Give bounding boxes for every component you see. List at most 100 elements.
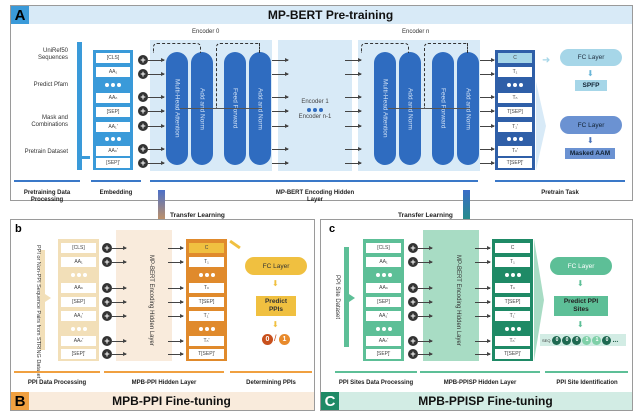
task-masked-aam: Masked AAM: [565, 148, 615, 159]
encoder-1-label: Encoder 1: [301, 99, 329, 105]
ellipsis-icon: [58, 270, 99, 280]
output-t1p: T₁': [495, 311, 530, 321]
output-tsepp: T[SEP]': [498, 158, 532, 168]
arrow-icon: [480, 161, 495, 165]
output-tn: Tₙ: [189, 283, 224, 293]
arrow-down-icon: ⬇: [587, 69, 594, 78]
output-t1: T₁: [495, 257, 530, 267]
arrow-icon: [112, 286, 127, 290]
token-cls: [CLS]: [96, 53, 130, 63]
section-encoding: MP-BERT Encoding Hidden Layer: [275, 190, 355, 203]
site-bit: 0: [552, 335, 562, 345]
section-divider: [104, 371, 224, 373]
residual-connection: [258, 43, 260, 53]
fc-layer-2: FC Layer: [560, 116, 622, 134]
ellipsis-icon: [93, 80, 133, 90]
ellipsis-icon: [58, 324, 99, 334]
arrow-right-icon: ➜: [542, 55, 551, 66]
ellipsis-icon: [278, 105, 352, 115]
section-divider: [420, 371, 540, 373]
arrow-icon: [480, 109, 495, 113]
output-t1p: T₁': [189, 311, 224, 321]
panel-b-letter: B: [11, 392, 29, 410]
arrow-icon: [345, 161, 362, 165]
arrow-icon: [112, 339, 127, 343]
step-pretrain-dataset: Pretrain Dataset: [24, 149, 68, 155]
token-aa1p: AA₁': [366, 311, 401, 321]
plus-icon: +: [408, 283, 418, 293]
arrow-icon: [112, 300, 127, 304]
plus-icon: +: [408, 257, 418, 267]
arrow-right-icon: [45, 294, 51, 302]
site-bit: 0: [572, 335, 582, 345]
section-divider: [14, 180, 80, 182]
connector-line: [180, 108, 262, 109]
ppi-site-source-bar: [344, 247, 349, 347]
fc-layer: FC Layer: [245, 257, 307, 275]
token-aanp: AAₙ': [366, 336, 401, 346]
arrow-icon: [480, 95, 495, 99]
residual-connection: [466, 43, 468, 53]
arrow-icon: [272, 72, 289, 76]
ellipsis-icon: [363, 270, 404, 280]
output-tsep: T[SEP]: [498, 107, 532, 117]
arrow-icon: [475, 314, 491, 318]
plus-icon: +: [138, 92, 148, 102]
residual-connection: [424, 43, 468, 108]
chevron-right-icon: [534, 239, 544, 361]
arrow-icon: [418, 300, 433, 304]
encoder-n-1-label: Encoder n-1: [298, 114, 332, 120]
middle-encoders-block: [278, 40, 352, 171]
arrow-icon: [418, 352, 433, 356]
arrow-icon: [345, 109, 362, 113]
arrow-icon: [148, 124, 165, 128]
task-spfp: SPFP: [575, 80, 607, 91]
section-ppisp-hidden: MPB-PPISP Hidden Layer: [443, 380, 517, 386]
embedding-column: [CLS] AA₁ AAₙ [SEP] AA₁' AAₙ' [SEP]': [93, 50, 133, 170]
arrow-icon: [480, 147, 495, 151]
transfer-learning-right: Transfer Learning: [396, 212, 455, 219]
seq-more: ...: [612, 336, 619, 344]
output-tsepp: T[SEP]': [495, 349, 530, 359]
token-aanp: AAₙ': [61, 336, 96, 346]
transfer-learning-left: Transfer Learning: [168, 212, 227, 219]
ppi-site-source-label: PPI Site Dataset: [334, 274, 340, 320]
token-sep: [SEP]: [61, 297, 96, 307]
site-bit: 0: [562, 335, 572, 345]
arrow-down-icon: ⬇: [577, 279, 584, 288]
output-t1: T₁: [189, 257, 224, 267]
token-aan: AAₙ: [61, 283, 96, 293]
panel-b-sub-letter: b: [15, 223, 22, 235]
arrow-icon: [148, 58, 165, 62]
token-aan: AAₙ: [96, 93, 130, 103]
token-cls: [CLS]: [366, 243, 401, 253]
arrow-icon: [112, 314, 127, 318]
residual-connection: [153, 43, 201, 53]
ellipsis-icon: [495, 134, 535, 144]
output-tnp: Tₙ': [498, 146, 532, 156]
output-c: C: [498, 53, 532, 63]
step-uniref: UniRef50 Sequences: [37, 48, 68, 61]
arrow-icon: [272, 147, 289, 151]
arrow-icon: [168, 314, 184, 318]
output-column: C T₁ Tₙ T[SEP] T₁' Tₙ' T[SEP]': [186, 239, 227, 361]
section-ppi-data: PPI Data Processing: [27, 380, 87, 386]
predict-ppis: Predict PPIs: [256, 296, 296, 316]
section-embedding: Embedding: [99, 190, 133, 196]
site-bit: 1: [582, 335, 592, 345]
output-tn: Tₙ: [498, 93, 532, 103]
plus-icon: +: [408, 336, 418, 346]
arrow-icon: [475, 260, 491, 264]
plus-icon: +: [102, 297, 112, 307]
token-sep: [SEP]: [96, 107, 130, 117]
arrow-icon: [148, 72, 165, 76]
seq-label: SEQ: [542, 337, 551, 343]
panel-b-footer: B MPB-PPI Fine-tuning: [11, 392, 314, 410]
arrow-icon: [272, 161, 289, 165]
panel-a-title: MP-BERT Pre-training: [267, 8, 394, 22]
token-aa1: AA₁: [61, 257, 96, 267]
arrow-icon: [148, 109, 165, 113]
output-column: C T₁ Tₙ T[SEP] T₁' Tₙ' T[SEP]': [495, 50, 535, 170]
section-ppi-sites-data: PPI Sites Data Processing: [338, 380, 414, 386]
arrow-icon: [272, 95, 289, 99]
